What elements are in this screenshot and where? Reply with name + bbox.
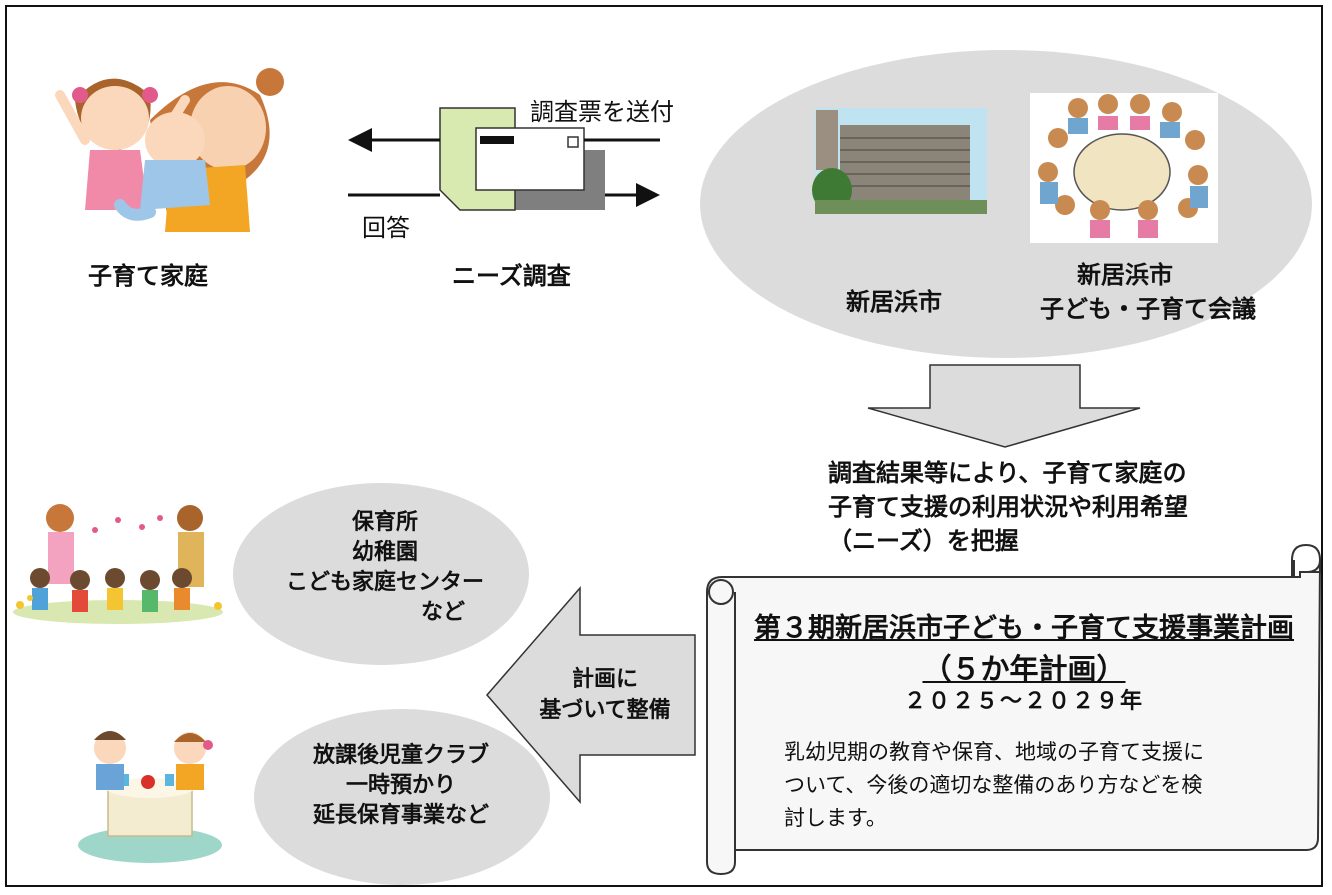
plan-desc-line1: 乳幼児期の教育や保育、地域の子育て支援に [784,740,1204,764]
arrow-text-line2: 基づいて整備 [539,698,671,723]
facility1-line3: こども家庭センター [285,570,484,595]
facility1-line2: 幼稚園 [351,540,418,565]
result-line3: （ニーズ）を把握 [828,527,1019,555]
facility2-text: 放課後児童クラブ 一時預かり 延長保育事業など [286,741,516,831]
facility1-line1: 保育所 [351,510,418,535]
needs-survey-label: ニーズ調査 [452,262,571,290]
facility2-line2: 一時預かり [345,773,456,798]
result-text: 調査結果等により、子育て家庭の 子育て支援の利用状況や利用希望 （ニーズ）を把握 [828,456,1188,558]
result-line1: 調査結果等により、子育て家庭の [828,459,1187,487]
facility2-line1: 放課後児童クラブ [312,743,489,768]
plan-desc-line2: ついて、今後の適切な整備のあり方などを検 [784,773,1203,797]
plan-title: 第３期新居浜市子ども・子育て支援事業計画 [754,613,1294,644]
arrow-text: 計画に 基づいて整備 [520,664,690,726]
facility-bubble-1 [233,483,529,665]
facility2-line3: 延長保育事業など [312,803,489,828]
council-label-line2: 子ども・子育て会議 [1040,295,1256,323]
outer-frame [5,5,1323,887]
family-label: 子育て家庭 [88,262,208,290]
reply-label: 回答 [362,214,410,242]
result-line2: 子育て支援の利用状況や利用希望 [828,493,1188,521]
plan-description: 乳幼児期の教育や保育、地域の子育て支援に ついて、今後の適切な整備のあり方などを… [784,736,1204,835]
send-survey-label: 調査票を送付 [530,98,674,126]
plan-desc-line3: 討します。 [784,806,887,830]
facility-bubble-2 [254,709,550,885]
council-label-line1: 新居浜市 [1077,261,1173,289]
plan-years: ２０２５～２０２９年 [903,689,1144,714]
council-label: 新居浜市 子ども・子育て会議 [1040,258,1256,326]
city-label: 新居浜市 [846,288,942,316]
plan-subtitle: （５か年計画） [922,652,1126,686]
facility1-line4: など [420,600,465,625]
facility1-text: 保育所 幼稚園 こども家庭センター など [275,508,495,628]
arrow-text-line1: 計画に [571,667,638,692]
